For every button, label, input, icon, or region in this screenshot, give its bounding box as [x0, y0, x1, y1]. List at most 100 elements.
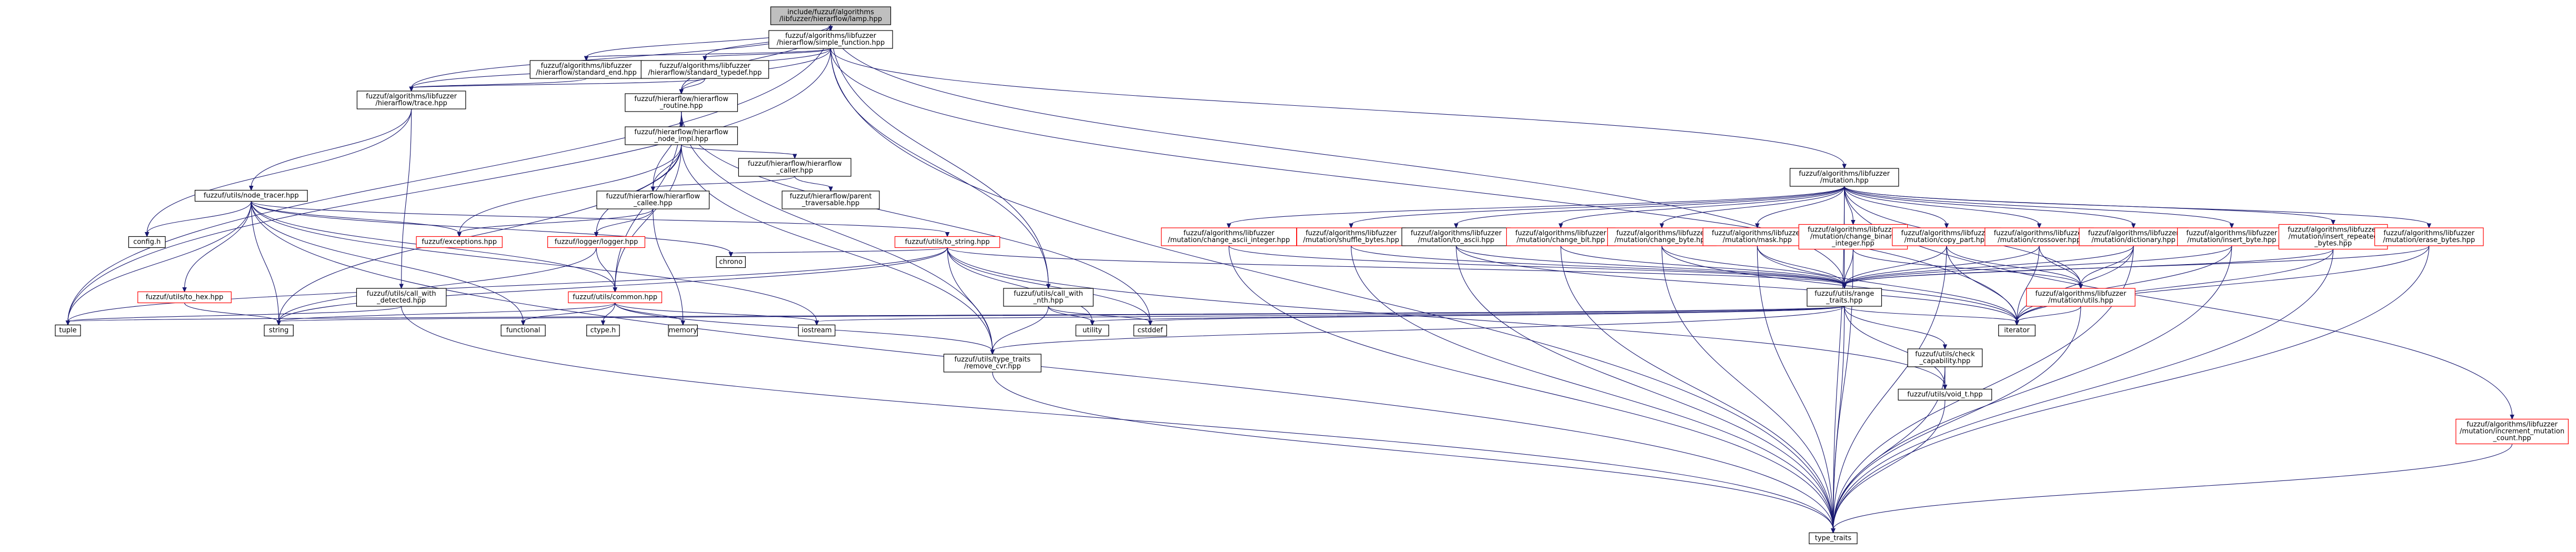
edge-line	[411, 78, 587, 88]
edge-line	[1560, 186, 1845, 225]
edge-common-to-memory	[615, 303, 686, 326]
node-m-to-ascii[interactable]: fuzzuf/algorithms/libfuzzer/mutation/to_…	[1401, 227, 1511, 246]
node-exceptions[interactable]: fuzzuf/exceptions.hpp	[416, 236, 503, 248]
edge-arrowhead	[1944, 223, 1949, 229]
node-void-t[interactable]: fuzzuf/utils/void_t.hpp	[1898, 388, 1992, 401]
edge-m_shuffle_bytes-to-type_traits	[1350, 245, 1836, 534]
node-box	[943, 354, 1041, 373]
node-m-change-bit[interactable]: fuzzuf/algorithms/libfuzzer/mutation/cha…	[1506, 227, 1616, 246]
node-m-insert-byte[interactable]: fuzzuf/algorithms/libfuzzer/mutation/ins…	[2177, 227, 2287, 246]
edge-line	[1228, 245, 1845, 286]
node-m-crossover[interactable]: fuzzuf/algorithms/libfuzzer/mutation/cro…	[1984, 227, 2094, 246]
node-routine[interactable]: fuzzuf/hierarflow/hierarflow_routine.hpp	[625, 93, 738, 112]
edge-mutation-to-m_change_ascii_integer	[1226, 186, 1845, 229]
node-label: cstddef	[1138, 327, 1164, 335]
edge-line	[1844, 245, 2134, 286]
node-type-traits[interactable]: type_traits	[1809, 532, 1858, 545]
edge-m_dictionary-to-range_traits	[1842, 245, 2134, 289]
node-ctype[interactable]: ctype.h	[586, 324, 620, 337]
node-to-string[interactable]: fuzzuf/utils/to_string.hpp	[894, 236, 1000, 248]
node-label: include/fuzzuf/algorithms	[787, 8, 874, 16]
edge-arrowhead	[409, 86, 414, 92]
edge-line	[2016, 245, 2232, 322]
node-m-dictionary[interactable]: fuzzuf/algorithms/libfuzzer/mutation/dic…	[2079, 227, 2188, 246]
edge-line	[1661, 186, 1845, 225]
edge-line	[1844, 245, 1947, 286]
edge-mutation-to-m_insert_repeated_bytes	[1844, 186, 2336, 225]
edge-range_traits-to-string	[276, 306, 1845, 326]
edge-line	[1350, 245, 1833, 530]
node-m-erase-bytes[interactable]: fuzzuf/algorithms/libfuzzer/mutation/era…	[2374, 227, 2484, 246]
node-label: _routine.hpp	[659, 102, 703, 110]
node-m-utils[interactable]: fuzzuf/algorithms/libfuzzer/mutation/uti…	[2026, 288, 2136, 307]
node-label: fuzzuf/algorithms/libfuzzer	[1808, 226, 1899, 234]
node-box	[1809, 532, 1858, 545]
node-memory[interactable]: memory	[668, 324, 698, 337]
edge-call_with_detected-to-tuple	[65, 306, 402, 326]
edge-hf_caller-to-hf_callee	[650, 176, 795, 192]
edge-line	[1844, 186, 2040, 225]
node-call-with-detected[interactable]: fuzzuf/utils/call_with_detected.hpp	[356, 288, 447, 307]
node-call-with-nth[interactable]: fuzzuf/utils/call_with_nth.hpp	[1003, 288, 1094, 307]
edge-arrowhead	[145, 232, 149, 237]
edge-line	[1844, 249, 2334, 286]
node-box	[356, 288, 447, 307]
node-m-increment-mutation-count[interactable]: fuzzuf/algorithms/libfuzzer/mutation/inc…	[2455, 418, 2569, 445]
node-logger[interactable]: fuzzuf/logger/logger.hpp	[547, 236, 646, 248]
edge-m_shuffle_bytes-to-range_traits	[1350, 245, 1847, 289]
node-standard-typedef[interactable]: fuzzuf/algorithms/libfuzzer/hierarflow/s…	[640, 60, 769, 79]
node-hf-callee[interactable]: fuzzuf/hierarflow/hierarflow_callee.hpp	[596, 190, 710, 209]
node-common[interactable]: fuzzuf/utils/common.hpp	[568, 291, 663, 304]
node-label: fuzzuf/utils/common.hpp	[573, 294, 657, 302]
node-tuple[interactable]: tuple	[55, 324, 81, 337]
node-string[interactable]: string	[264, 324, 294, 337]
node-label: _callee.hpp	[633, 199, 673, 207]
node-simple-function[interactable]: fuzzuf/algorithms/libfuzzer/hierarflow/s…	[768, 30, 893, 49]
node-trace[interactable]: fuzzuf/algorithms/libfuzzer/hierarflow/t…	[356, 91, 466, 109]
node-config[interactable]: config.h	[128, 236, 166, 248]
node-check-capability[interactable]: fuzzuf/utils/check_capability.hpp	[1907, 348, 1983, 367]
node-label: fuzzuf/algorithms/libfuzzer	[2186, 229, 2277, 237]
node-label: functional	[506, 327, 540, 335]
node-chrono[interactable]: chrono	[716, 256, 746, 268]
node-m-shuffle-bytes[interactable]: fuzzuf/algorithms/libfuzzer/mutation/shu…	[1296, 227, 1406, 246]
node-remove-cvr[interactable]: fuzzuf/utils/type_traits/remove_cvr.hpp	[943, 354, 1041, 373]
node-iostream[interactable]: iostream	[798, 324, 836, 337]
edge-standard_typedef-to-trace	[409, 78, 706, 92]
node-cstddef[interactable]: cstddef	[1133, 324, 1167, 337]
node-iterator[interactable]: iterator	[1998, 324, 2036, 337]
node-label: _traversable.hpp	[801, 199, 859, 207]
node-range-traits[interactable]: fuzzuf/utils/range_traits.hpp	[1807, 288, 1882, 307]
edge-common-to-functional	[520, 303, 616, 326]
edge-arrowhead	[2229, 223, 2234, 229]
edge-standard_end-to-trace	[409, 78, 587, 92]
node-m-copy-part[interactable]: fuzzuf/algorithms/libfuzzer/mutation/cop…	[1892, 227, 2001, 246]
node-label: memory	[669, 327, 698, 335]
node-label: type_traits	[1815, 535, 1852, 543]
node-functional[interactable]: functional	[500, 324, 546, 337]
node-box	[2374, 227, 2484, 246]
edge-line	[2016, 245, 2040, 322]
node-box	[1161, 227, 1297, 246]
node-m-mask[interactable]: fuzzuf/algorithms/libfuzzer/mutation/mas…	[1702, 227, 1812, 246]
edge-m_copy_part-to-range_traits	[1842, 245, 1947, 289]
edge-line	[459, 144, 682, 234]
node-node-tracer[interactable]: fuzzuf/utils/node_tracer.hpp	[194, 189, 308, 202]
node-label: fuzzuf/algorithms/libfuzzer	[541, 62, 632, 70]
edge-arrowhead	[1226, 223, 1231, 229]
node-standard-end[interactable]: fuzzuf/algorithms/libfuzzer/hierarflow/s…	[529, 60, 643, 79]
node-label: string	[269, 327, 288, 335]
node-utility[interactable]: utility	[1075, 324, 1109, 337]
node-hf-caller[interactable]: fuzzuf/hierarflow/hierarflow_caller.hpp	[738, 158, 851, 177]
node-m-change-binary-integer[interactable]: fuzzuf/algorithms/libfuzzer/mutation/cha…	[1798, 224, 1908, 250]
node-node-impl[interactable]: fuzzuf/hierarflow/hierarflow_node_impl.h…	[625, 126, 738, 145]
node-box	[568, 291, 663, 304]
node-to-hex[interactable]: fuzzuf/utils/to_hex.hpp	[137, 291, 232, 304]
node-box	[500, 324, 546, 337]
node-m-change-byte[interactable]: fuzzuf/algorithms/libfuzzer/mutation/cha…	[1607, 227, 1717, 246]
node-m-insert-repeated-bytes[interactable]: fuzzuf/algorithms/libfuzzer/mutation/ins…	[2278, 224, 2388, 250]
node-parent-traversable[interactable]: fuzzuf/hierarflow/parent_traversable.hpp	[781, 190, 880, 209]
node-mutation[interactable]: fuzzuf/algorithms/libfuzzer/mutation.hpp	[1789, 168, 1899, 187]
edge-line	[1946, 245, 2081, 286]
node-m-change-ascii-integer[interactable]: fuzzuf/algorithms/libfuzzer/mutation/cha…	[1161, 227, 1297, 246]
